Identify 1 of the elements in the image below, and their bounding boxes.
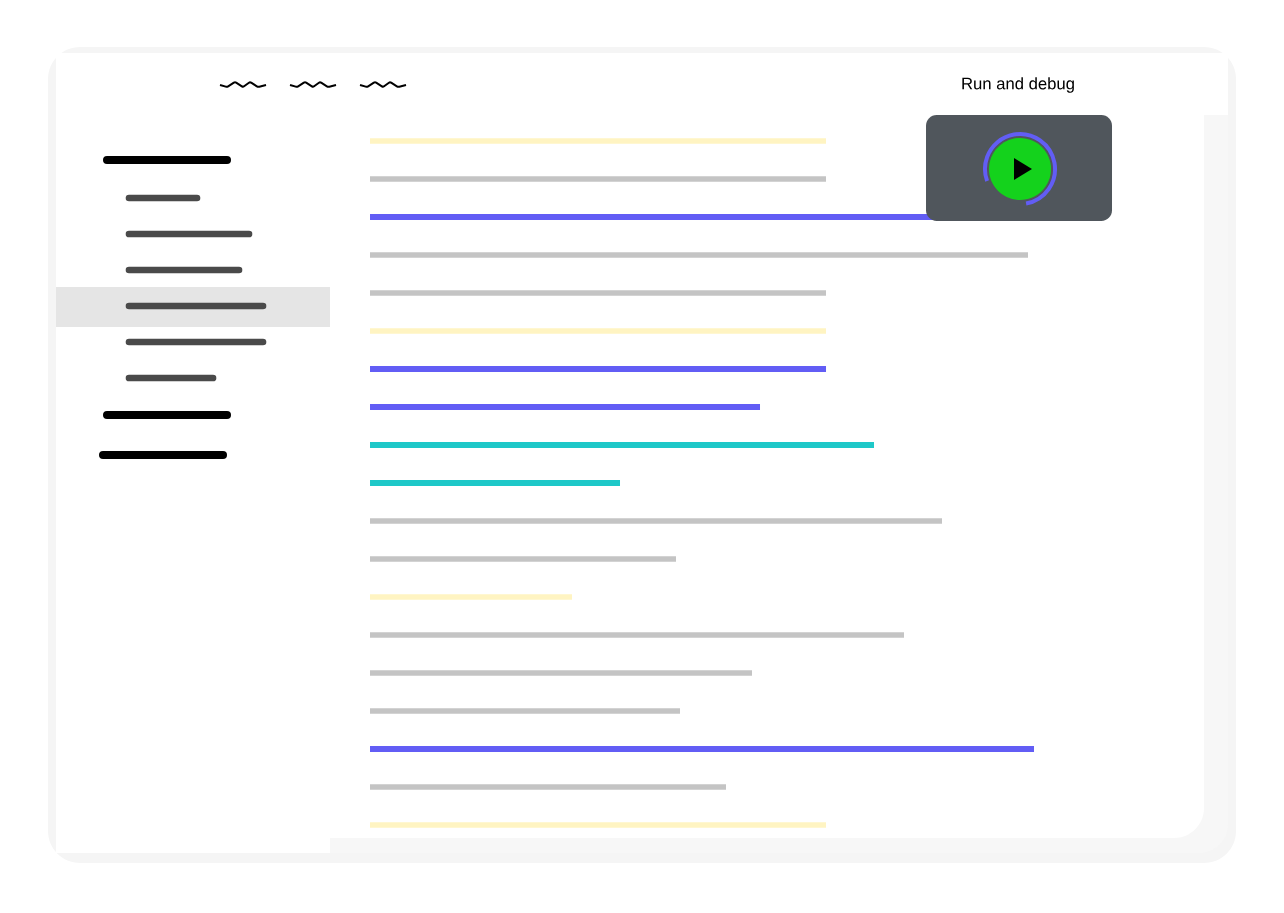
panel-title: Run and debug [962, 77, 1074, 93]
